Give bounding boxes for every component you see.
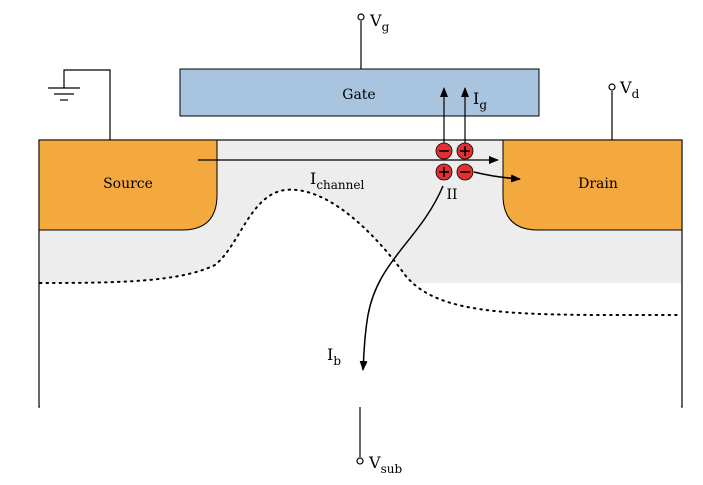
plus-charge-icon [456, 142, 474, 160]
bulk-current-label: Ib [327, 345, 341, 368]
source-label: Source [103, 176, 153, 192]
gate-current-label: Ig [473, 89, 487, 112]
channel-current-label: Ichannel [310, 169, 364, 192]
vg-label: Vg [369, 11, 390, 34]
drain-region [502, 139, 683, 231]
bulk-white-region [40, 189, 681, 408]
vd-label: Vd [619, 78, 640, 101]
gate-electrode [179, 68, 540, 117]
drain-carrier-arrow [473, 171, 521, 183]
drain-label: Drain [578, 176, 618, 192]
minus-charge-icon [435, 142, 453, 160]
minus-charge-icon [456, 163, 474, 181]
vd-terminal-icon [608, 83, 616, 91]
vsub-terminal-icon [356, 457, 364, 465]
source-region [38, 139, 218, 231]
vg-terminal-icon [357, 13, 365, 21]
depletion-boundary [39, 188, 682, 317]
plus-charge-icon [435, 163, 453, 181]
ground-wire [63, 69, 111, 140]
vsub-label: Vsub [368, 453, 402, 476]
gate-label: Gate [342, 87, 375, 103]
impact-ionization-label: II [446, 187, 457, 203]
bulk-current-arrow [359, 185, 444, 371]
ground-symbol-icon [48, 87, 80, 101]
